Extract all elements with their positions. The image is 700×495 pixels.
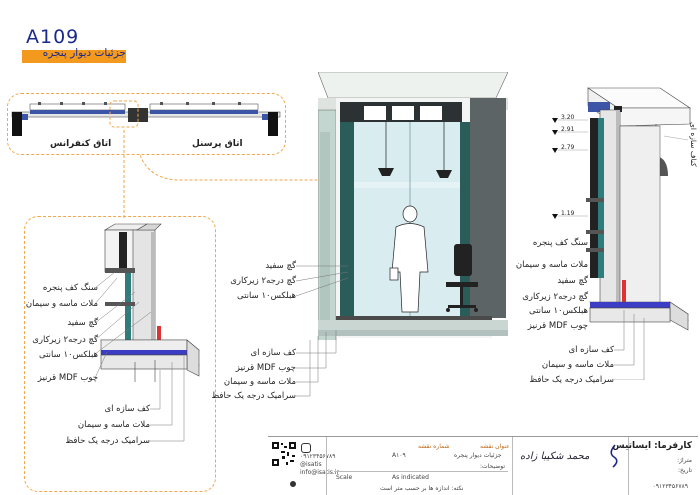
label-mortar-elev: ملات ماسه و سیمان xyxy=(223,377,296,387)
label-structural-floor: کف سازه ای xyxy=(104,404,150,414)
level-2-79: 2.79 xyxy=(561,144,575,151)
tb-divider-4 xyxy=(628,437,629,495)
designer-signature: محمد شکیبا زاده xyxy=(520,451,590,462)
detail-right-lower-leaders xyxy=(614,310,645,380)
detail-left-lower-leaders xyxy=(150,356,185,442)
scale-value: As indicated xyxy=(392,474,429,481)
label-white-plaster-elev: گچ سفید xyxy=(265,261,296,271)
drawing-title: جزئیات دیوار پنجره xyxy=(454,452,502,459)
label-structural-ceiling: کناف سازه ای xyxy=(689,122,698,167)
level-3-20: 3.20 xyxy=(561,114,575,121)
logo-icon xyxy=(610,444,618,468)
sheet-no-label: شماره نقشه xyxy=(418,443,450,450)
sheet-no: A۱۰۹ xyxy=(392,452,406,459)
label-ceramic: سرامیک درجه یک حافظ xyxy=(65,436,150,446)
label-mortar-floor-r: ملات ماسه و سیمان xyxy=(541,360,614,370)
notes-label: توضیحات: xyxy=(480,463,506,470)
label-white-plaster: گچ سفید xyxy=(67,318,98,328)
detail-right-drawing xyxy=(552,87,691,331)
label-mortar-r: ملات ماسه و سیمان xyxy=(515,260,588,270)
tb-divider-1 xyxy=(326,437,327,495)
label-hebelex-r: هبلکس۱۰ سانتی xyxy=(529,306,588,316)
client-label: کارفرما: ایساتیس xyxy=(612,441,692,451)
label-hebelex-elev: هبلکس۱۰ سانتی xyxy=(237,291,296,301)
footer-note: نکته: اندازه ها بر حسب متر است xyxy=(380,485,464,492)
detail-left-frame xyxy=(24,216,216,492)
contact-line-3: info@isatis.ir xyxy=(300,469,339,476)
plan-frame xyxy=(7,93,286,155)
elevation-drawing xyxy=(318,72,508,340)
label-ceramic-r: سرامیک درجه یک حافظ xyxy=(529,375,614,385)
label-hebelex: هبلکس۱۰ سانتی xyxy=(39,350,98,360)
label-mdf-skirting-elev: چوب MDF قرنیز xyxy=(235,363,296,373)
level-1-19: 1.19 xyxy=(561,210,575,217)
label-window-sill-stone-r: سنگ کف پنجره xyxy=(532,238,588,248)
label-base-plaster-elev: گچ درجه۲ زیرکاری xyxy=(230,276,296,286)
label-mdf-skirting: چوب MDF قرنیز xyxy=(37,373,98,383)
tb-divider-3 xyxy=(512,437,513,495)
plan-room-right: اتاق پرسنل xyxy=(192,139,243,149)
sheet-title: جزئیات دیوار پنجره xyxy=(42,47,126,59)
elevation-leaders xyxy=(296,265,349,397)
label-structural-floor-r: کف سازه ای xyxy=(568,345,614,355)
date-label: تاریخ: xyxy=(678,467,692,474)
label-mdf-skirting-r: چوب MDF قرنیز xyxy=(527,321,588,331)
qr-code xyxy=(271,441,297,467)
plan-to-elevation-leader xyxy=(140,154,318,181)
label-structural-floor-elev: کف سازه ای xyxy=(250,348,296,358)
area-label: متراژ: xyxy=(677,457,692,464)
plan-to-detail-leader xyxy=(123,130,125,218)
plan-drawing xyxy=(11,100,281,136)
label-mortar: ملات ماسه و سیمان xyxy=(25,299,98,309)
label-ceramic-elev: سرامیک درجه یک حافظ xyxy=(211,391,296,401)
sheet-code: A109 xyxy=(26,26,80,48)
level-2-91: 2.91 xyxy=(561,126,575,133)
plan-room-left: اتاق کنفرانس xyxy=(50,139,112,149)
whatsapp-icon xyxy=(290,481,296,487)
tb-divider-2 xyxy=(334,471,508,472)
label-window-sill-stone: سنگ کف پنجره xyxy=(42,283,98,293)
label-mortar-floor: ملات ماسه و سیمان xyxy=(77,420,150,430)
detail-left-drawing xyxy=(95,223,200,382)
contact-line-2: @isatis xyxy=(300,461,322,468)
label-base-plaster: گچ درجه۲ زیرکاری xyxy=(32,335,98,345)
title-highlight xyxy=(22,50,126,63)
title-block: ۰۹۱۲۳۴۵۶۷۸۹ @isatis info@isatis.ir شماره… xyxy=(268,436,698,495)
instagram-icon xyxy=(301,443,311,453)
phone: ۰۹۱۲۳۴۵۶۷۸۹ xyxy=(652,483,688,490)
drawing-title-label: عنوان نقشه xyxy=(480,443,510,450)
contact-line-1: ۰۹۱۲۳۴۵۶۷۸۹ xyxy=(300,453,336,460)
label-base-plaster-r: گچ درجه۲ زیرکاری xyxy=(522,292,588,302)
label-white-plaster-r: گچ سفید xyxy=(557,276,588,286)
scale-label: Scale xyxy=(336,474,353,481)
